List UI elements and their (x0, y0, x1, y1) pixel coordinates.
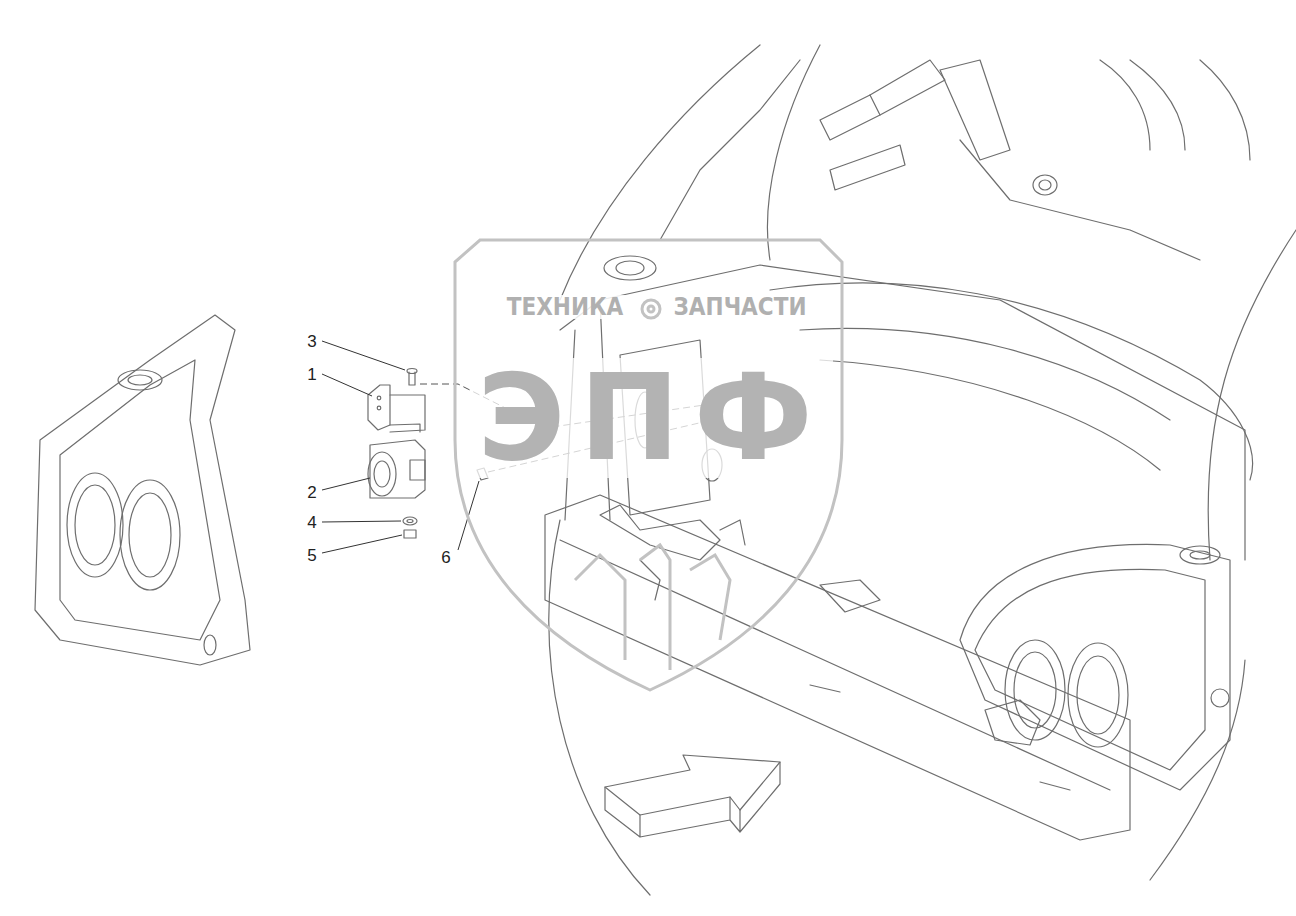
watermark-text: ЗАПЧАСТИ (671, 295, 810, 319)
speaker (1077, 656, 1119, 734)
speaker-panel (60, 360, 220, 640)
panel-hole (616, 261, 644, 275)
panel-hole (1180, 546, 1220, 564)
bracket-hole (377, 406, 381, 410)
beam-slot (820, 580, 880, 612)
speaker (1005, 640, 1065, 740)
seat-frame (1100, 60, 1250, 160)
cab-shell (1150, 660, 1245, 880)
cab-shell (1208, 230, 1296, 560)
cab-pillar (660, 60, 800, 240)
callout-number: 4 (305, 513, 318, 532)
grommet (1039, 180, 1051, 190)
bracket-hole (377, 396, 381, 400)
cab-column (960, 140, 1200, 260)
dash-beam (560, 540, 1110, 790)
bracket (390, 395, 425, 432)
washer (407, 520, 413, 523)
horn (374, 461, 390, 487)
speaker-panel (960, 544, 1230, 790)
grommet (1211, 689, 1229, 707)
lever-assembly (600, 505, 720, 560)
pedal (870, 60, 945, 115)
grommet (1033, 175, 1057, 195)
speaker (129, 493, 171, 577)
pedal (820, 95, 880, 140)
cab-column (940, 60, 1010, 160)
leader-line (322, 478, 370, 490)
watermark-gear (648, 306, 654, 312)
leader-line (322, 521, 401, 522)
horn (368, 452, 396, 496)
bracket (390, 424, 420, 432)
watermark-text: ТЕХНИКА (504, 295, 627, 319)
panel-hole (204, 635, 216, 655)
spring (720, 520, 745, 545)
callout-number: 3 (305, 332, 318, 351)
watermark-text: ЭПФ (471, 358, 833, 478)
washer (403, 517, 417, 525)
watermark-emblem (575, 545, 730, 670)
panel-hole (604, 256, 656, 280)
watermark-gear (642, 300, 660, 318)
cab-floor (820, 360, 1160, 470)
panel-hole (118, 370, 162, 390)
pedal (830, 145, 905, 190)
nut (404, 530, 416, 538)
callout-number: 5 (305, 546, 318, 565)
speaker-panel (975, 569, 1205, 770)
leader-line (322, 374, 372, 396)
leader-line (322, 535, 402, 553)
cab-shell (767, 45, 820, 260)
watermark-shield (455, 240, 842, 690)
panel-hole (1190, 551, 1210, 559)
speaker (120, 480, 180, 590)
speaker (75, 485, 115, 565)
direction-arrow (605, 755, 780, 815)
horn-connector (410, 460, 425, 480)
speaker (1014, 652, 1056, 728)
cab-floor (800, 328, 1170, 420)
speaker (1068, 643, 1128, 747)
horn (370, 440, 425, 498)
callout-number: 1 (305, 365, 318, 384)
bolt (409, 372, 415, 385)
beam-slot (810, 685, 1070, 790)
direction-arrow (605, 762, 780, 837)
panel-hole (128, 375, 152, 385)
callout-number: 2 (305, 483, 318, 502)
leader-line (322, 341, 405, 370)
bracket (368, 385, 390, 430)
lever (640, 560, 660, 600)
speaker-panel (35, 315, 250, 665)
cab-shell (560, 45, 760, 300)
cab-shell (549, 520, 650, 895)
callout-number: 6 (439, 548, 452, 567)
dash-beam (545, 495, 1130, 840)
speaker (67, 473, 123, 577)
